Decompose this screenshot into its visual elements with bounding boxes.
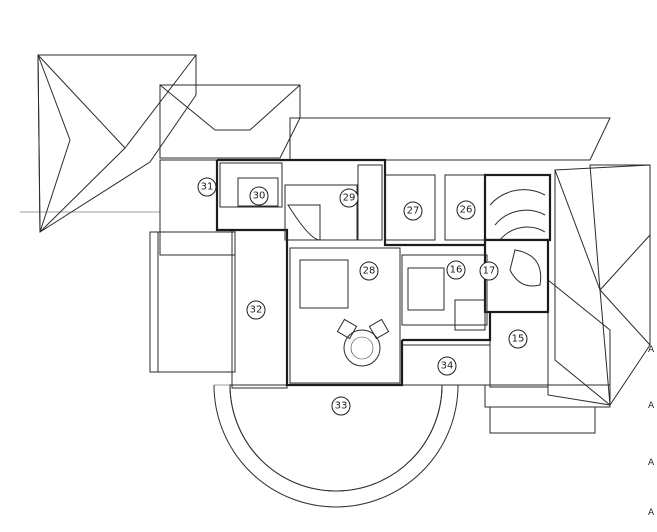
svg-text:16: 16 (450, 265, 463, 276)
svg-text:17: 17 (483, 266, 496, 277)
room-tag-29[interactable]: 29 (339, 188, 359, 208)
svg-text:28: 28 (363, 266, 376, 277)
svg-text:30: 30 (253, 191, 266, 202)
svg-text:34: 34 (441, 361, 454, 372)
room-tag-34[interactable]: 34 (437, 356, 457, 376)
roof-center-band (289, 117, 611, 161)
svg-text:27: 27 (407, 206, 420, 217)
room-tag-27[interactable]: 27 (403, 201, 423, 221)
svg-text:33: 33 (335, 401, 348, 412)
roof-upper-middle (159, 84, 301, 159)
svg-text:26: 26 (460, 205, 473, 216)
room-tag-16[interactable]: 16 (446, 260, 466, 280)
roof-left-hip (37, 54, 197, 233)
section-mark-2: A (648, 401, 655, 411)
svg-text:29: 29 (343, 193, 356, 204)
section-mark-4: A (648, 508, 655, 518)
room-tag-26[interactable]: 26 (456, 200, 476, 220)
terrace-lower-right (489, 311, 549, 388)
section-mark-1: A (648, 345, 655, 355)
section-mark-3: A (648, 458, 655, 468)
svg-text:15: 15 (512, 334, 525, 345)
room-tag-15[interactable]: 15 (508, 329, 528, 349)
room-tag-32[interactable]: 32 (246, 300, 266, 320)
svg-text:31: 31 (201, 182, 214, 193)
terrace-semicircle (213, 384, 459, 508)
room-tag-17[interactable]: 17 (479, 261, 499, 281)
room-tag-30[interactable]: 30 (249, 186, 269, 206)
roof-right-hip (554, 164, 651, 406)
room-tag-31[interactable]: 31 (197, 177, 217, 197)
room-tag-28[interactable]: 28 (359, 261, 379, 281)
building-walls (215, 158, 552, 387)
svg-text:32: 32 (250, 305, 263, 316)
room-tag-33[interactable]: 33 (331, 396, 351, 416)
pergola-left (20, 211, 236, 373)
